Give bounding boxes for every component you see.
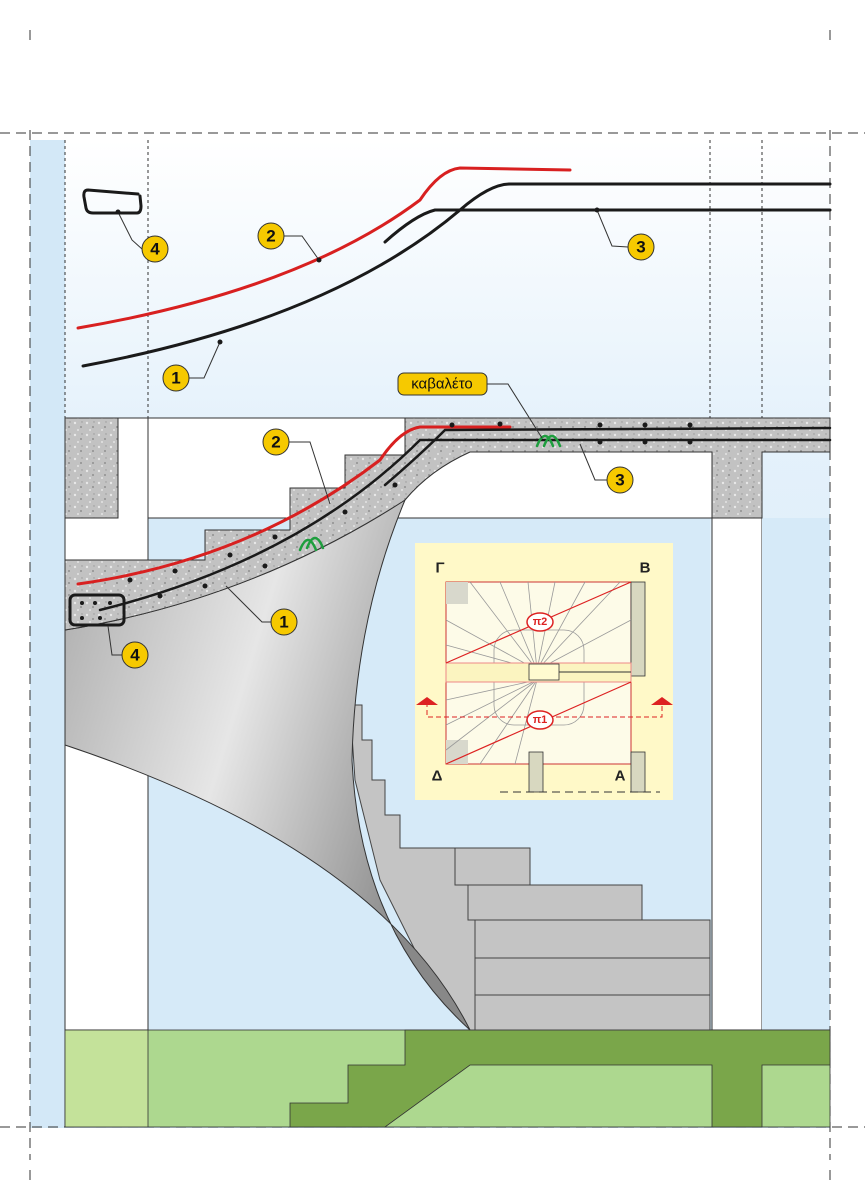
svg-text:4: 4 <box>130 646 140 665</box>
callout-top-3: 3 <box>627 233 655 261</box>
ground <box>64 1029 831 1128</box>
callout-top-2: 2 <box>257 222 285 250</box>
leader-lines <box>107 209 629 656</box>
svg-text:π1: π1 <box>533 714 548 726</box>
lower-steps <box>349 704 711 1031</box>
stair-plan-inset: π2 π1 Γ Β Δ Α <box>415 543 673 800</box>
svg-text:2: 2 <box>271 433 280 452</box>
flight-label-p2: π2 <box>526 612 554 632</box>
svg-text:4: 4 <box>150 240 160 259</box>
svg-text:1: 1 <box>171 369 180 388</box>
svg-text:3: 3 <box>615 471 624 490</box>
callout-section-3: 3 <box>606 466 634 494</box>
svg-text:καβαλέτο: καβαλέτο <box>411 376 473 393</box>
callout-section-2: 2 <box>262 428 290 456</box>
svg-text:3: 3 <box>636 238 645 257</box>
corner-alpha: Α <box>615 768 626 785</box>
section-rebars <box>68 425 832 627</box>
background <box>30 140 830 1128</box>
corner-gamma: Γ <box>435 560 444 577</box>
callout-section-4: 4 <box>121 641 149 669</box>
rebar-dots <box>80 421 693 620</box>
corner-delta: Δ <box>432 768 443 785</box>
callout-section-1: 1 <box>270 608 298 636</box>
svg-text:π2: π2 <box>533 616 548 628</box>
svg-text:2: 2 <box>266 227 275 246</box>
detached-rebars <box>76 166 832 368</box>
svg-text:1: 1 <box>279 613 288 632</box>
callout-top-1: 1 <box>162 364 190 392</box>
concrete-section <box>64 417 831 631</box>
flight-label-p1: π1 <box>526 710 554 730</box>
corner-beta: Β <box>640 560 651 577</box>
callout-top-4: 4 <box>141 235 169 263</box>
chair-label: καβαλέτο <box>397 372 488 396</box>
